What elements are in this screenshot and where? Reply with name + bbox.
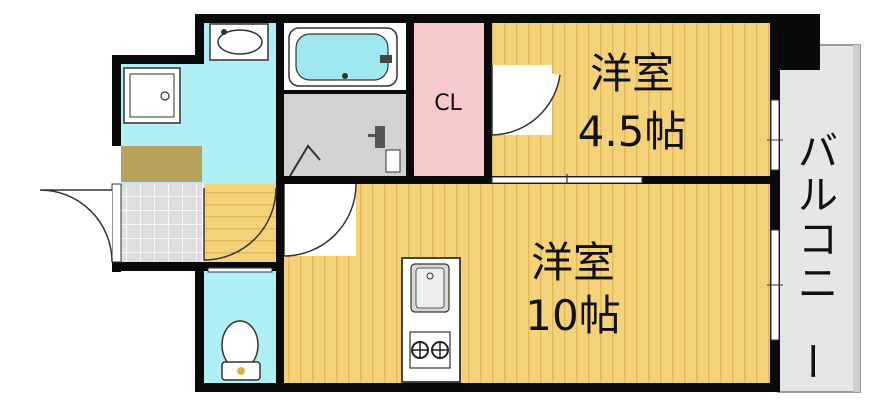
balcony-label: バルコニー <box>788 129 838 381</box>
shoe-box <box>121 146 202 182</box>
balcony-label-char: ル <box>798 173 838 219</box>
western-room-large-size: 10帖 <box>525 291 620 340</box>
western-room-small-size: 4.5帖 <box>578 107 687 156</box>
washing-machine-pan <box>123 67 181 124</box>
wall-bath-left <box>276 14 284 184</box>
balcony-label-char: ー <box>788 341 834 381</box>
kitchen-counter <box>401 257 461 383</box>
western-room-large: 洋室 10帖 <box>284 184 770 383</box>
balcony-label-char: コ <box>798 217 838 263</box>
toilet-room <box>204 262 284 392</box>
hallway <box>204 184 284 264</box>
balcony-area <box>777 44 861 393</box>
wall-bath-right <box>406 14 414 184</box>
western-room-large-name: 洋室 <box>531 238 615 287</box>
large-room-door <box>283 183 357 257</box>
balcony-label-char: ニ <box>798 261 838 307</box>
stove-burner-right <box>431 341 449 359</box>
closet-label: CL <box>434 91 462 116</box>
small-room-door <box>491 65 561 136</box>
stove-burner-left <box>411 341 429 359</box>
washbasin <box>209 23 269 61</box>
bathroom <box>284 23 406 177</box>
hallway-door <box>203 187 277 261</box>
balcony-label-char: バ <box>798 129 838 175</box>
western-room-small-name: 洋室 <box>590 49 674 98</box>
entrance-door <box>39 183 122 263</box>
wall-closet-right <box>484 14 492 184</box>
entrance-floor <box>121 184 202 262</box>
window-lower <box>767 229 783 341</box>
bath-door <box>289 144 321 177</box>
window-upper <box>767 99 783 171</box>
closet: CL <box>414 23 484 178</box>
